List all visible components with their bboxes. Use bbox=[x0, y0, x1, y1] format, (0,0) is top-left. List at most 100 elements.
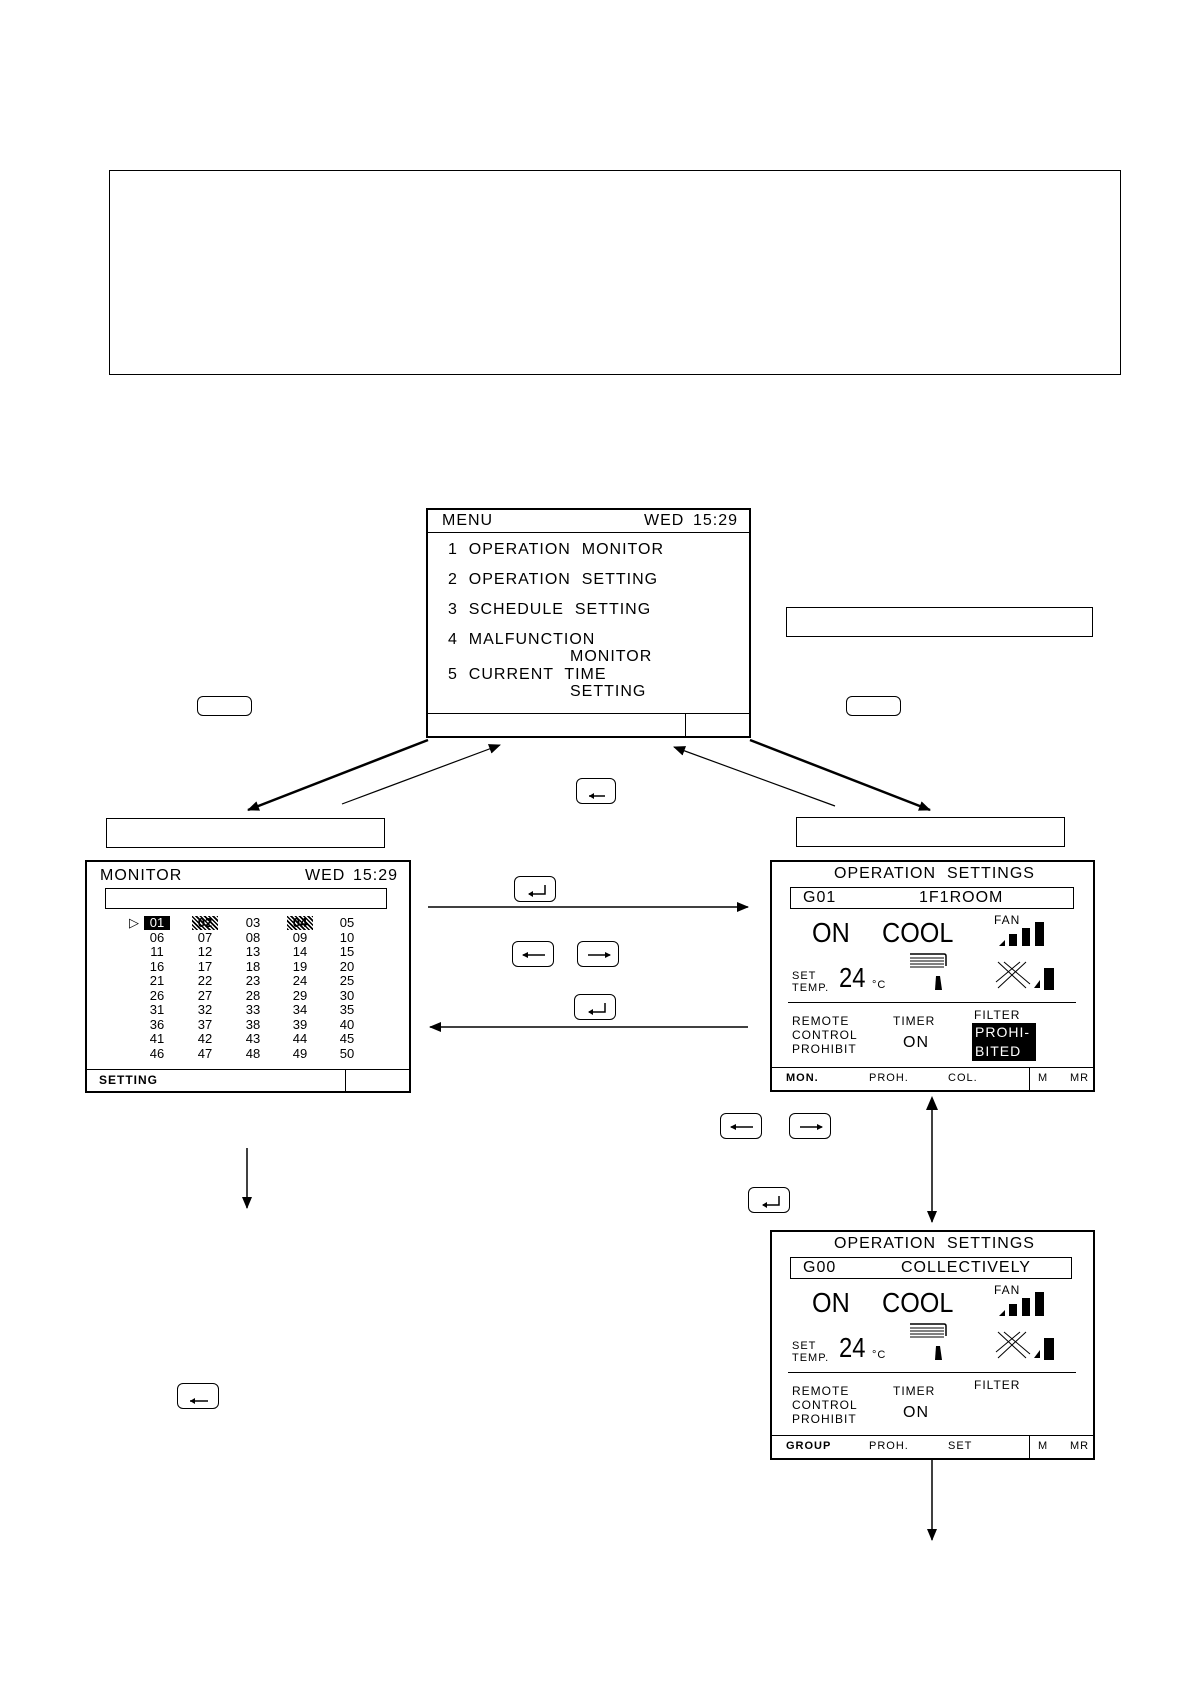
left-key-2[interactable] bbox=[720, 1113, 762, 1139]
monitor-unit-cell[interactable]: 12 bbox=[197, 944, 213, 959]
monitor-unit-cell[interactable]: 17 bbox=[197, 958, 213, 974]
op2-group-field[interactable]: G00 COLLECTIVELY bbox=[790, 1257, 1072, 1279]
menu-item-3[interactable]: 3 SCHEDULE SETTING bbox=[448, 601, 652, 618]
monitor-unit-cell[interactable]: 35 bbox=[339, 1002, 355, 1017]
monitor-unit-cell[interactable]: 32 bbox=[197, 1002, 213, 1017]
monitor-unit-cell[interactable]: 45 bbox=[339, 1031, 355, 1046]
monitor-unit-cell[interactable]: 25 bbox=[339, 973, 355, 988]
menu-title-divider bbox=[428, 532, 749, 533]
op1-footer-separator bbox=[1029, 1067, 1030, 1092]
right-key-1[interactable] bbox=[577, 941, 619, 967]
monitor-unit-cell[interactable]: 43 bbox=[245, 1031, 261, 1046]
op1-timer-value[interactable]: ON bbox=[903, 1034, 929, 1051]
monitor-unit-cell[interactable]: 48 bbox=[245, 1045, 261, 1061]
monitor-unit-cell[interactable]: 24 bbox=[292, 973, 308, 988]
monitor-unit-cell[interactable]: 08 bbox=[245, 929, 261, 945]
monitor-unit-cell[interactable]: 38 bbox=[245, 1016, 261, 1032]
op1-power[interactable]: ON bbox=[812, 917, 850, 948]
op2-timer-label: TIMER bbox=[893, 1384, 936, 1398]
monitor-unit-cell[interactable]: 33 bbox=[245, 1002, 261, 1017]
monitor-unit-cell[interactable]: 44 bbox=[292, 1031, 308, 1046]
monitor-unit-cell[interactable]: 05 bbox=[339, 915, 355, 930]
op2-footer-proh[interactable]: PROH. bbox=[869, 1440, 909, 1452]
op2-power[interactable]: ON bbox=[812, 1287, 850, 1318]
monitor-unit-cell[interactable]: 34 bbox=[292, 1002, 308, 1017]
monitor-unit-cell[interactable]: 16 bbox=[149, 958, 165, 974]
op1-group-field[interactable]: G01 1F1ROOM bbox=[790, 887, 1074, 909]
right-key-2[interactable] bbox=[789, 1113, 831, 1139]
monitor-unit-cell[interactable]: 14 bbox=[292, 944, 308, 959]
return-key-monitor[interactable] bbox=[177, 1383, 219, 1409]
return-key-menu[interactable] bbox=[576, 778, 616, 804]
monitor-unit-cell[interactable]: 11 bbox=[150, 944, 164, 959]
monitor-unit-cell[interactable]: 29 bbox=[292, 987, 308, 1003]
menu-day: WED bbox=[644, 512, 685, 529]
op1-temp-value[interactable]: 24 bbox=[839, 962, 866, 993]
monitor-unit-cell[interactable]: 21 bbox=[149, 973, 165, 988]
op1-footer-mr[interactable]: MR bbox=[1070, 1072, 1090, 1084]
op1-mode[interactable]: COOL bbox=[882, 917, 954, 948]
monitor-unit-cell[interactable]: 26 bbox=[149, 987, 165, 1003]
monitor-unit-cell[interactable]: 31 bbox=[149, 1002, 165, 1017]
monitor-unit-cell[interactable]: 47 bbox=[197, 1045, 213, 1061]
monitor-unit-cell[interactable]: 09 bbox=[292, 929, 308, 945]
monitor-footer-setting[interactable]: SETTING bbox=[99, 1073, 159, 1087]
op2-remote-label-3: PROHIBIT bbox=[792, 1412, 857, 1426]
op2-mode[interactable]: COOL bbox=[882, 1287, 954, 1318]
op1-title: OPERATION SETTINGS bbox=[834, 865, 1035, 882]
monitor-unit-cell[interactable]: 28 bbox=[245, 987, 261, 1003]
monitor-unit-cell[interactable]: 13 bbox=[245, 944, 261, 959]
op2-timer-value[interactable]: ON bbox=[903, 1404, 929, 1421]
label-frame-monitor bbox=[106, 818, 385, 848]
monitor-unit-cell[interactable]: 06 bbox=[149, 929, 165, 945]
monitor-unit-cell[interactable]: 01 bbox=[144, 916, 170, 930]
op2-footer-group[interactable]: GROUP bbox=[786, 1440, 832, 1452]
op2-group-code: G00 bbox=[803, 1259, 837, 1276]
monitor-unit-cell[interactable]: 36 bbox=[149, 1016, 165, 1032]
op1-footer-m[interactable]: M bbox=[1038, 1072, 1049, 1084]
enter-key-3[interactable] bbox=[748, 1187, 790, 1213]
op1-filter-prohibited-badge[interactable]: PROHI- BITED bbox=[972, 1023, 1036, 1061]
enter-key-1[interactable] bbox=[514, 876, 556, 902]
op2-footer-m[interactable]: M bbox=[1038, 1440, 1049, 1452]
op2-footer-set[interactable]: SET bbox=[948, 1440, 973, 1452]
monitor-unit-cell[interactable]: 39 bbox=[292, 1016, 308, 1032]
menu-item-5[interactable]: 5 CURRENT TIME bbox=[448, 666, 607, 683]
monitor-unit-cell[interactable]: 19 bbox=[292, 958, 308, 974]
monitor-unit-cell[interactable]: 03 bbox=[245, 915, 261, 930]
monitor-unit-cell[interactable]: 30 bbox=[339, 987, 355, 1003]
blank-key-right[interactable] bbox=[846, 696, 901, 716]
louver-icon bbox=[910, 1323, 947, 1360]
monitor-unit-cell[interactable]: 15 bbox=[339, 944, 355, 959]
op2-temp-value[interactable]: 24 bbox=[839, 1332, 866, 1363]
monitor-unit-cell[interactable]: 04 bbox=[287, 916, 313, 930]
op-settings-screen-2: OPERATION SETTINGS G00 COLLECTIVELY ON C… bbox=[770, 1230, 1095, 1460]
monitor-unit-cell[interactable]: 49 bbox=[292, 1045, 308, 1061]
left-key-1[interactable] bbox=[512, 941, 554, 967]
monitor-unit-cell[interactable]: 42 bbox=[197, 1031, 213, 1046]
monitor-unit-cell[interactable]: 07 bbox=[197, 929, 213, 945]
monitor-unit-cell[interactable]: 10 bbox=[339, 929, 355, 945]
menu-item-2[interactable]: 2 OPERATION SETTING bbox=[448, 571, 659, 588]
monitor-unit-cell[interactable]: 50 bbox=[339, 1045, 355, 1061]
monitor-unit-cell[interactable]: 37 bbox=[197, 1016, 213, 1032]
monitor-unit-cell[interactable]: 27 bbox=[197, 987, 213, 1003]
op1-footer-proh[interactable]: PROH. bbox=[869, 1072, 909, 1084]
enter-key-2[interactable] bbox=[574, 994, 616, 1020]
monitor-unit-cell[interactable]: 02 bbox=[192, 916, 218, 930]
menu-item-1[interactable]: 1 OPERATION MONITOR bbox=[448, 541, 664, 558]
op1-set-label: SET bbox=[792, 970, 817, 982]
monitor-unit-cell[interactable]: 41 bbox=[149, 1031, 165, 1046]
monitor-unit-cell[interactable]: 46 bbox=[149, 1045, 165, 1061]
monitor-unit-cell[interactable]: 18 bbox=[245, 958, 261, 974]
monitor-unit-cell[interactable]: 40 bbox=[339, 1016, 355, 1032]
blank-key-left[interactable] bbox=[197, 696, 252, 716]
op1-footer-mon[interactable]: MON. bbox=[786, 1072, 819, 1084]
menu-item-4[interactable]: 4 MALFUNCTION bbox=[448, 631, 596, 648]
monitor-unit-cell[interactable]: 23 bbox=[245, 973, 261, 988]
monitor-unit-cell[interactable]: 22 bbox=[197, 973, 213, 988]
op1-footer-col[interactable]: COL. bbox=[948, 1072, 978, 1084]
op2-footer-mr[interactable]: MR bbox=[1070, 1440, 1090, 1452]
monitor-unit-cell[interactable]: 20 bbox=[339, 958, 355, 974]
